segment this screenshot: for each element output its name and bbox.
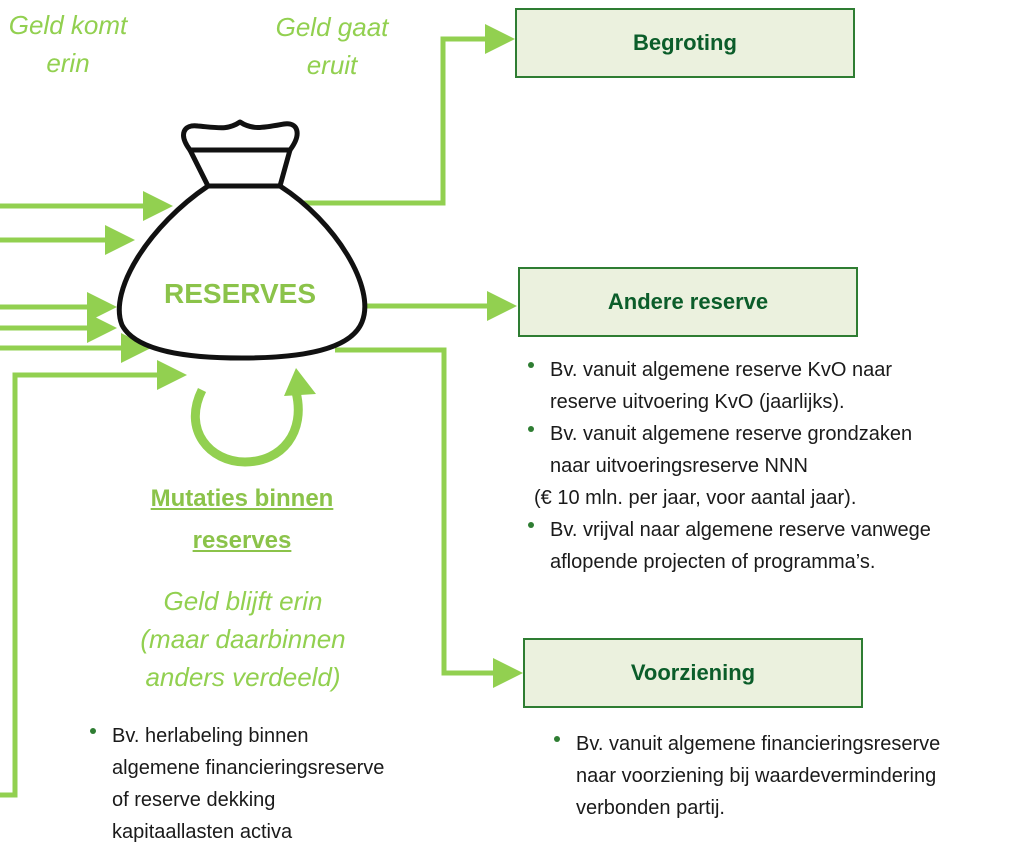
voorziening-box: Voorziening	[523, 638, 863, 708]
bullet-line: verbonden partij.	[576, 797, 725, 819]
money-out-line-1: Geld gaat	[275, 12, 389, 42]
incoming-arrows	[0, 191, 187, 798]
outgoing-arrows	[300, 24, 523, 688]
money-stays-line-1: Geld blijft erin	[163, 586, 323, 616]
bullet-line: naar voorziening bij waardevermindering	[576, 765, 937, 787]
arrow-to-begroting	[300, 24, 515, 206]
bullet-line: reserve uitvoering KvO (jaarlijks).	[550, 391, 845, 413]
bullet-line: (€ 10 mln. per jaar, voor aantal jaar).	[534, 487, 857, 509]
money-out-line-2: eruit	[306, 50, 358, 80]
bullet-item: Bv. vanuit algemene reserve grondzaken n…	[522, 418, 1002, 514]
money-in-label: Geld komt erin	[0, 6, 136, 82]
andere-reserve-bullets: Bv. vanuit algemene reserve KvO naar res…	[522, 354, 1002, 578]
reserves-label: RESERVES	[164, 278, 316, 309]
bullet-line: Bv. herlabeling binnen	[112, 725, 309, 747]
money-bag-icon	[116, 119, 368, 361]
mutaties-bullets: Bv. herlabeling binnen algemene financie…	[84, 720, 484, 848]
money-in-line-2: erin	[46, 48, 90, 78]
arrow-to-voorziening	[335, 347, 523, 688]
mutaties-title-line-1: Mutaties binnen	[150, 485, 334, 512]
bullet-line: kapitaallasten activa	[112, 821, 293, 843]
bullet-line: Bv. vanuit algemene reserve KvO naar	[550, 359, 893, 381]
bullet-item: Bv. vanuit algemene financieringsreserve…	[548, 728, 1008, 824]
mutaties-title-line-2: reserves	[192, 527, 292, 554]
bullet-line: algemene financieringsreserve	[112, 757, 385, 779]
incoming-arrow-6	[0, 360, 187, 798]
bullet-line: aflopende projecten of programma’s.	[550, 551, 876, 573]
bullet-line: naar uitvoeringsreserve NNN	[550, 455, 808, 477]
bullet-line: of reserve dekking	[112, 789, 276, 811]
bullet-item: Bv. vanuit algemene reserve KvO naar res…	[522, 354, 1002, 418]
money-stays-label: Geld blijft erin (maar daarbinnen anders…	[90, 582, 396, 696]
money-stays-line-2: (maar daarbinnen	[140, 624, 346, 654]
money-out-label: Geld gaat eruit	[262, 8, 402, 84]
money-stays-line-3: anders verdeeld)	[145, 662, 341, 692]
begroting-box: Begroting	[515, 8, 855, 78]
bullet-line: Bv. vrijval naar algemene reserve vanweg…	[550, 519, 931, 541]
circular-arrow-icon	[190, 368, 316, 467]
money-in-line-1: Geld komt	[8, 10, 128, 40]
bullet-line: Bv. vanuit algemene reserve grondzaken	[550, 423, 913, 445]
andere-reserve-box: Andere reserve	[518, 267, 858, 337]
bullet-line: Bv. vanuit algemene financieringsreserve	[576, 733, 941, 755]
bullet-item: Bv. vrijval naar algemene reserve vanweg…	[522, 514, 1002, 578]
mutaties-title: Mutaties binnen reserves	[110, 478, 374, 562]
bullet-item: Bv. herlabeling binnen algemene financie…	[84, 720, 484, 848]
voorziening-bullets: Bv. vanuit algemene financieringsreserve…	[548, 728, 1008, 824]
